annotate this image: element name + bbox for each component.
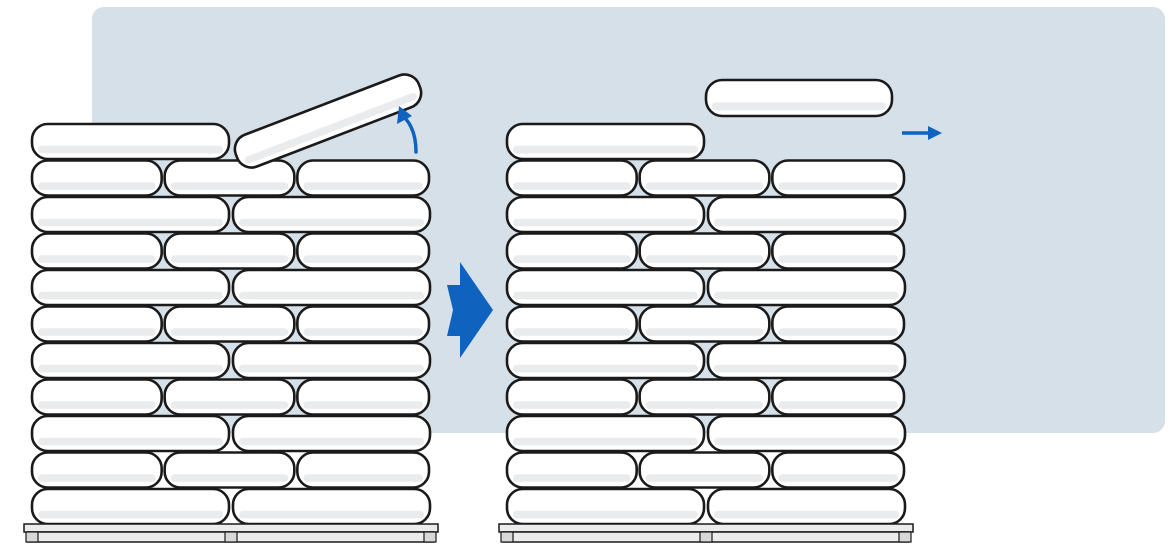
bag xyxy=(771,232,906,270)
bag xyxy=(638,305,771,343)
bag xyxy=(505,268,706,307)
pallet-stack-after xyxy=(498,122,914,543)
bag xyxy=(30,414,231,453)
bag xyxy=(505,378,638,416)
bag xyxy=(505,414,706,453)
bag xyxy=(296,378,431,416)
lifted-bag xyxy=(233,73,423,169)
remove-arrow-head-icon xyxy=(928,126,942,140)
pallet-stack-before xyxy=(23,122,439,543)
bag xyxy=(296,232,431,270)
bag xyxy=(638,159,771,197)
bag xyxy=(30,195,231,234)
bag xyxy=(231,268,432,307)
bag xyxy=(30,487,231,526)
bag xyxy=(706,414,907,453)
bag xyxy=(706,341,907,380)
bag xyxy=(771,159,906,197)
bag xyxy=(163,451,296,489)
top-layer-bag xyxy=(505,122,706,161)
bag xyxy=(296,451,431,489)
step-arrow-icon xyxy=(447,262,493,358)
bag xyxy=(505,305,638,343)
bag xyxy=(638,451,771,489)
lifted-bag-shape xyxy=(233,73,423,169)
bag xyxy=(771,378,906,416)
bag xyxy=(231,414,432,453)
bag xyxy=(706,268,907,307)
bag xyxy=(231,487,432,526)
bag xyxy=(505,232,638,270)
bag xyxy=(30,159,163,197)
removed-bag xyxy=(704,78,894,118)
top-layer-bag xyxy=(30,122,231,161)
bag xyxy=(771,305,906,343)
bag xyxy=(771,451,906,489)
removed-bag-shape xyxy=(704,78,894,118)
bag xyxy=(30,451,163,489)
bag xyxy=(30,268,231,307)
bag xyxy=(30,232,163,270)
pallet xyxy=(23,523,439,543)
bag xyxy=(706,487,907,526)
bag xyxy=(30,378,163,416)
bag xyxy=(163,305,296,343)
bag xyxy=(638,232,771,270)
bag xyxy=(706,195,907,234)
bag xyxy=(638,378,771,416)
pallet xyxy=(498,523,914,543)
bag xyxy=(505,195,706,234)
bag xyxy=(163,232,296,270)
bag xyxy=(163,159,296,197)
bag xyxy=(296,305,431,343)
bag xyxy=(505,341,706,380)
bag xyxy=(296,159,431,197)
bag xyxy=(505,487,706,526)
curved-lift-arrow-icon xyxy=(403,116,418,154)
lift-arrow-head-icon xyxy=(397,106,412,124)
bag xyxy=(30,341,231,380)
bag xyxy=(505,451,638,489)
bag xyxy=(505,159,638,197)
bag xyxy=(231,341,432,380)
bag xyxy=(163,378,296,416)
bag xyxy=(30,305,163,343)
bag xyxy=(231,195,432,234)
